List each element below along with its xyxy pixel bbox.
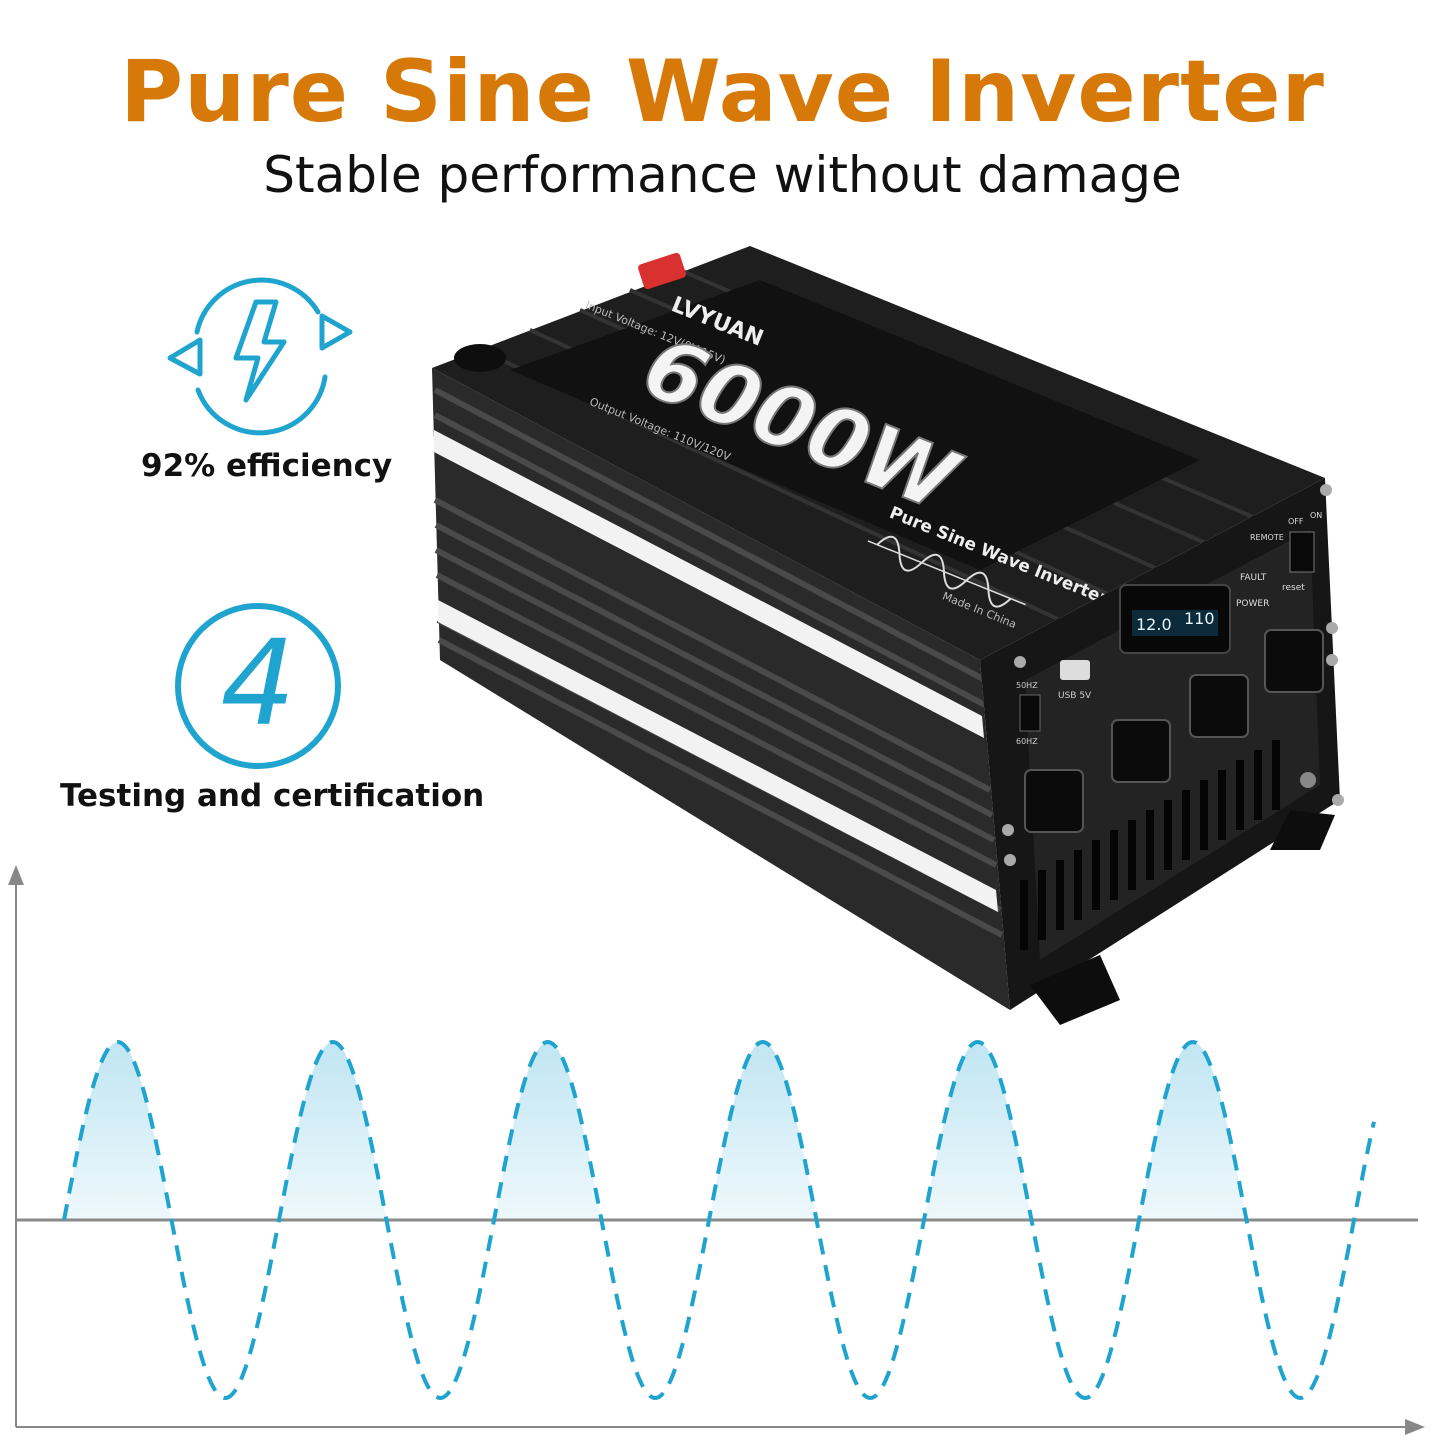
wave-crest-fill — [1139, 1042, 1247, 1220]
remote-label: REMOTE — [1250, 533, 1284, 542]
display-input-value: 12.0 — [1136, 615, 1172, 634]
wave-crest-fill — [279, 1042, 387, 1220]
badge-number: 4 — [220, 614, 295, 752]
power-label: POWER — [1236, 599, 1269, 609]
x-axis-arrow — [1405, 1419, 1425, 1435]
certification-label: Testing and certification — [60, 778, 485, 814]
off-label: OFF — [1288, 517, 1304, 526]
power-switch — [1289, 531, 1315, 573]
freq-60-label: 60HZ — [1016, 737, 1038, 746]
freq-50-label: 50HZ — [1016, 681, 1038, 690]
fault-label: FAULT — [1240, 573, 1267, 583]
inverter-product-image: LVYUAN Input Voltage: 12V(9V-15V) 6000W … — [432, 246, 1344, 1025]
wave-crest-fill — [924, 1042, 1032, 1220]
reset-label: reset — [1282, 583, 1305, 593]
page-title: Pure Sine Wave Inverter — [120, 42, 1325, 142]
wave-crest-fill — [64, 1042, 172, 1220]
sine-wave-dashed — [62, 1039, 1376, 1401]
wave-crest-fill — [709, 1042, 817, 1220]
efficiency-label: 92% efficiency — [141, 448, 393, 484]
on-label: ON — [1310, 511, 1322, 520]
lightning-recycle-icon — [167, 277, 353, 436]
page-subtitle: Stable performance without damage — [263, 146, 1182, 204]
display-output-value: 110 — [1184, 609, 1215, 628]
y-axis-arrow — [8, 865, 24, 885]
usb-label: USB 5V — [1058, 691, 1092, 701]
wave-crest-fill — [494, 1042, 602, 1220]
ac-outlets — [1024, 629, 1324, 833]
sine-wave-graphic — [8, 865, 1425, 1435]
number-4-badge-icon: 4 — [175, 603, 341, 769]
